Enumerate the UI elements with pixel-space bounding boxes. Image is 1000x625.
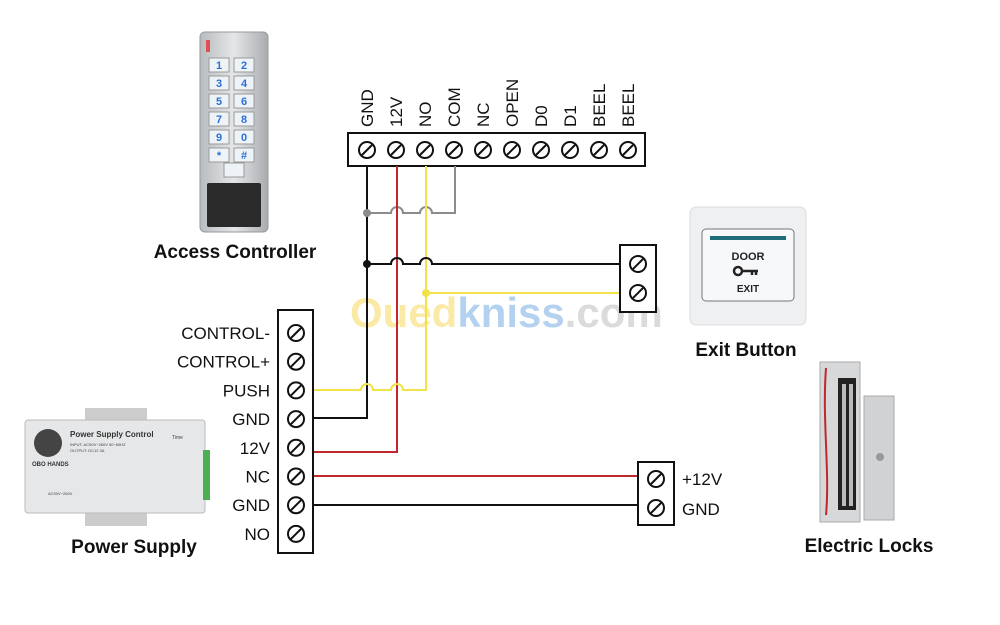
keypad-key-label: 0 [241,132,247,144]
wire-exit-gnd [367,257,620,265]
terminal-label: BEEL [590,84,609,127]
exit-button-caption: Exit Button [695,340,796,361]
terminal-label: OPEN [503,79,522,127]
keypad-key-label: 5 [216,96,222,108]
svg-text:AC90V~260V: AC90V~260V [48,491,73,496]
terminal-label: 12V [240,439,271,458]
power-supply-terminal-block: CONTROL- CONTROL+ PUSH GND 12V NC GND NO [177,309,314,554]
keypad-key [233,75,255,91]
terminal-label: D0 [532,105,551,127]
keypad-key [208,147,230,163]
keypad-key-label: 9 [216,132,222,144]
terminal-label: NC [245,468,270,487]
electric-lock-terminal-block: +12V GND [637,461,723,526]
terminal-label: GND [232,496,270,515]
keypad-key-label: 1 [216,60,222,72]
keypad-key [208,111,230,127]
wire-no-push [313,166,427,391]
svg-text:Power Supply Control: Power Supply Control [70,430,154,439]
svg-text:DOOR: DOOR [732,251,765,263]
keypad-key [233,93,255,109]
keypad-key [208,129,230,145]
wire-gnd [313,166,368,419]
wire-com [367,166,456,214]
exit-button-terminal-block [619,244,657,313]
terminal-label: NO [245,525,271,544]
keypad-key-label: 8 [241,114,247,126]
terminal-label: CONTROL- [181,324,270,343]
keypad-key [208,57,230,73]
terminal-label: 12V [387,96,406,127]
svg-text:EXIT: EXIT [737,284,759,295]
svg-text:OBO HANDS: OBO HANDS [32,462,69,468]
svg-text:Time: Time [172,435,183,441]
svg-text:OUTPUT: DC12 3A: OUTPUT: DC12 3A [70,448,105,453]
svg-text:GND: GND [682,500,720,519]
keypad-key [208,93,230,109]
keypad-key-label: 2 [241,60,247,72]
terminal-label: GND [232,410,270,429]
keypad-key-label: # [241,150,247,162]
terminal-label: BEEL [619,84,638,127]
terminal-label: NC [474,102,493,127]
exit-button-image: DOOR EXIT [689,206,807,326]
electric-lock-caption: Electric Locks [805,536,934,557]
keypad-key [233,147,255,163]
keypad-key-label: 4 [241,78,248,90]
keypad-key [233,129,255,145]
terminal-label: CONTROL+ [177,353,270,372]
svg-text:+12V: +12V [682,470,723,489]
keypad-key-label: 6 [241,96,247,108]
terminal-label: GND [358,89,377,127]
terminal-label: COM [445,87,464,127]
key-icon [732,265,758,277]
keypad-key-label: * [217,150,222,162]
access-controller-terminal-block: GND 12V NO COM NC OPEN D0 D1 BEEL BEEL [347,79,646,167]
terminal-label: PUSH [223,381,270,400]
keypad-key-label: 3 [216,78,222,90]
svg-text:INPUT: AC90V~260V 50~60HZ: INPUT: AC90V~260V 50~60HZ [70,442,126,447]
power-supply-caption: Power Supply [71,537,197,558]
keypad-key [233,57,255,73]
keypad-key-label: 7 [216,114,222,126]
wire-12v [313,166,398,453]
access-controller-keypad: 1 2 3 4 5 6 7 8 9 0 * # [199,31,269,233]
keypad-key [208,75,230,91]
terminal-label: D1 [561,105,580,127]
wires [313,166,638,506]
access-controller-caption: Access Controller [154,242,317,263]
keypad-key [233,111,255,127]
electric-lock-image [819,361,895,523]
terminal-label: NO [416,102,435,128]
power-supply-image: OBO HANDS Power Supply Control INPUT: AC… [24,408,210,526]
